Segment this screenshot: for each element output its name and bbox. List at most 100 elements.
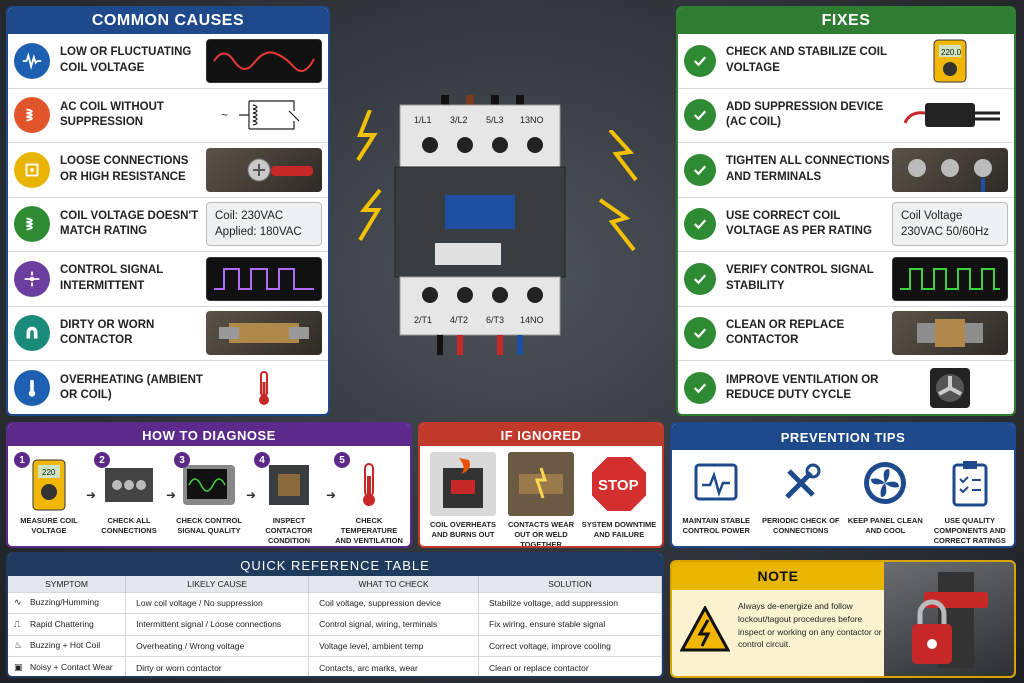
signal-icon [14,260,50,297]
square-wave-thumbnail [206,256,322,301]
fix-label: CLEAN OR REPLACE CONTACTOR [726,318,845,347]
multimeter-icon: 220.0 [892,38,1008,83]
diagnose-step: 4 INSPECT CONTACTOR CONDITION [252,452,326,545]
checkmark-icon [684,372,716,405]
cause-label: CONTROL SIGNAL INTERMITTENT [60,264,164,292]
prevention-label: MAINTAIN STABLE CONTROL POWER [682,516,751,535]
monitor-waveform-icon [691,458,741,508]
prevention-item: USE QUALITY COMPONENTS AND CORRECT RATIN… [929,458,1011,545]
consequence-label: COIL OVERHEATS AND BURNS OUT [430,520,496,539]
step-number: 5 [334,452,350,468]
prevention-label: PERIODIC CHECK OF CONNECTIONS [761,516,840,535]
quick-reference-table-panel: QUICK REFERENCE TABLE SYMPTOM LIKELY CAU… [6,552,664,678]
flame-icon: ♨ [14,640,23,651]
fix-label: IMPROVE VENTILATION OR REDUCE DUTY CYCLE [726,373,879,402]
fix-label: USE CORRECT COIL VOLTAGE AS PER RATING [726,209,872,238]
cause-row: OVERHEATING (AMBIENT OR COIL) [8,361,328,414]
prevention-label: KEEP PANEL CLEAN AND COOL [847,516,923,535]
consequence-item: STOP SYSTEM DOWNTIME AND FAILURE [581,452,657,546]
cause-row: LOW OR FLUCTUATING COIL VOLTAGE [8,34,328,89]
ignored-title: IF IGNORED [420,424,662,446]
cause-label: COIL VOLTAGE DOESN'T MATCH RATING [60,209,199,238]
table-row: ♨Buzzing + Hot Coil Overheating / Wrong … [8,634,662,657]
diagnose-title: HOW TO DIAGNOSE [8,424,410,446]
fix-row: ADD SUPPRESSION DEVICE (AC COIL) [678,89,1014,143]
table-row: ∿Buzzing/Humming Low coil voltage / No s… [8,591,662,614]
multimeter-reading: 220.0 [941,48,962,57]
fix-label: TIGHTEN ALL CONNECTIONS AND TERMINALS [726,155,890,183]
check-cell: Control signal, wiring, terminals [308,613,479,635]
worn-contactor-photo [206,311,322,356]
fix-label: ADD SUPPRESSION DEVICE (AC COIL) [726,100,884,129]
terminal-label: 14NO [520,315,544,325]
diagnose-step: 3 CHECK CONTROL SIGNAL QUALITY [172,452,246,536]
cause-row: AC COIL WITHOUT SUPPRESSION ~ [8,89,328,143]
terminal-label: 4/T2 [450,315,468,325]
terminal-label: 2/T1 [414,315,432,325]
prevention-tips-panel: PREVENTION TIPS MAINTAIN STABLE CONTROL … [670,422,1016,548]
applied-voltage-text: Applied: 180VAC [215,226,302,239]
fluctuating-waveform-thumbnail [206,38,322,83]
how-to-diagnose-panel: HOW TO DIAGNOSE 1 220 MEASURE COIL VOLTA… [6,422,412,548]
coil-rating-text: 230VAC 50/60Hz [901,226,990,239]
table-header: LIKELY CAUSE [125,576,310,592]
waveform-icon [14,42,50,79]
step-label: CHECK TEMPERATURE AND VENTILATION [335,516,403,545]
arrow-right-icon: ➜ [326,488,337,502]
symptom-cell: Rapid Chattering [30,618,94,629]
loose-terminal-photo [206,147,322,192]
step-number: 3 [174,452,190,468]
step-label: CHECK ALL CONNECTIONS [101,516,157,535]
terminal-label: 3/L2 [450,115,468,125]
multimeter-reading: 220 [42,468,56,477]
fix-label: VERIFY CONTROL SIGNAL STABILITY [726,264,874,292]
fix-row: TIGHTEN ALL CONNECTIONS AND TERMINALS [678,143,1014,198]
terminal-label: 13NO [520,115,544,125]
cause-label: AC COIL WITHOUT SUPPRESSION [60,100,164,129]
solution-cell: Fix wiring, ensure stable signal [478,613,662,635]
fix-row: USE CORRECT COIL VOLTAGE AS PER RATING C… [678,198,1014,252]
diagnose-step: 2 CHECK ALL CONNECTIONS [92,452,166,536]
table-header: SYMPTOM [8,576,127,592]
cause-row: COIL VOLTAGE DOESN'T MATCH RATING Coil: … [8,198,328,252]
table-title: QUICK REFERENCE TABLE [8,554,662,576]
tools-icon [776,458,826,508]
fixes-panel: FIXES CHECK AND STABILIZE COIL VOLTAGE 2… [676,6,1016,416]
common-causes-title: COMMON CAUSES [8,8,328,34]
prevention-label: USE QUALITY COMPONENTS AND CORRECT RATIN… [933,516,1006,545]
fix-row: CLEAN OR REPLACE CONTACTOR [678,307,1014,361]
coil-icon [14,97,50,134]
welded-contacts-icon [508,452,574,516]
fan-icon [892,366,1008,411]
step-number: 1 [14,452,30,468]
spark-icon [598,130,638,252]
diagnose-step: 5 CHECK TEMPERATURE AND VENTILATION [332,452,406,545]
thermometer-icon [14,370,50,407]
cause-cell: Overheating / Wrong voltage [125,634,310,657]
coil-voltage-title: Coil Voltage [901,210,963,223]
consequence-label: SYSTEM DOWNTIME AND FAILURE [581,520,657,539]
step-number: 2 [94,452,110,468]
checkmark-icon [684,317,716,350]
cause-cell: Intermittent signal / Loose connections [125,613,310,635]
fix-row: IMPROVE VENTILATION OR REDUCE DUTY CYCLE [678,361,1014,414]
step-label: INSPECT CONTACTOR CONDITION [265,516,313,545]
step-label: CHECK CONTROL SIGNAL QUALITY [176,516,242,535]
coil-icon [14,206,50,243]
suppressor-module-icon [892,93,1008,138]
consequence-item: COIL OVERHEATS AND BURNS OUT [425,452,501,546]
symptom-cell: Buzzing/Humming [30,597,99,608]
arrow-right-icon: ➜ [166,488,177,502]
contactor-icon [260,458,318,512]
solution-cell: Correct voltage, improve cooling [478,634,662,657]
if-ignored-panel: IF IGNORED COIL OVERHEATS AND BURNS OUT … [418,422,664,548]
cause-cell: Dirty or worn contactor [125,656,310,676]
step-label: MEASURE COIL VOLTAGE [20,516,78,535]
symptom-cell: Noisy + Contact Wear [30,662,113,672]
checkmark-icon [684,208,716,241]
quick-reference-table: SYMPTOM LIKELY CAUSE WHAT TO CHECK SOLUT… [8,576,662,676]
stop-sign-text: STOP [598,477,639,494]
contactor-image: 1/L1 3/L2 5/L3 13NO 2/T1 4/T2 6/T3 14NO [390,95,570,355]
cause-label: LOW OR FLUCTUATING COIL VOLTAGE [60,46,192,74]
fan-icon [860,458,910,508]
